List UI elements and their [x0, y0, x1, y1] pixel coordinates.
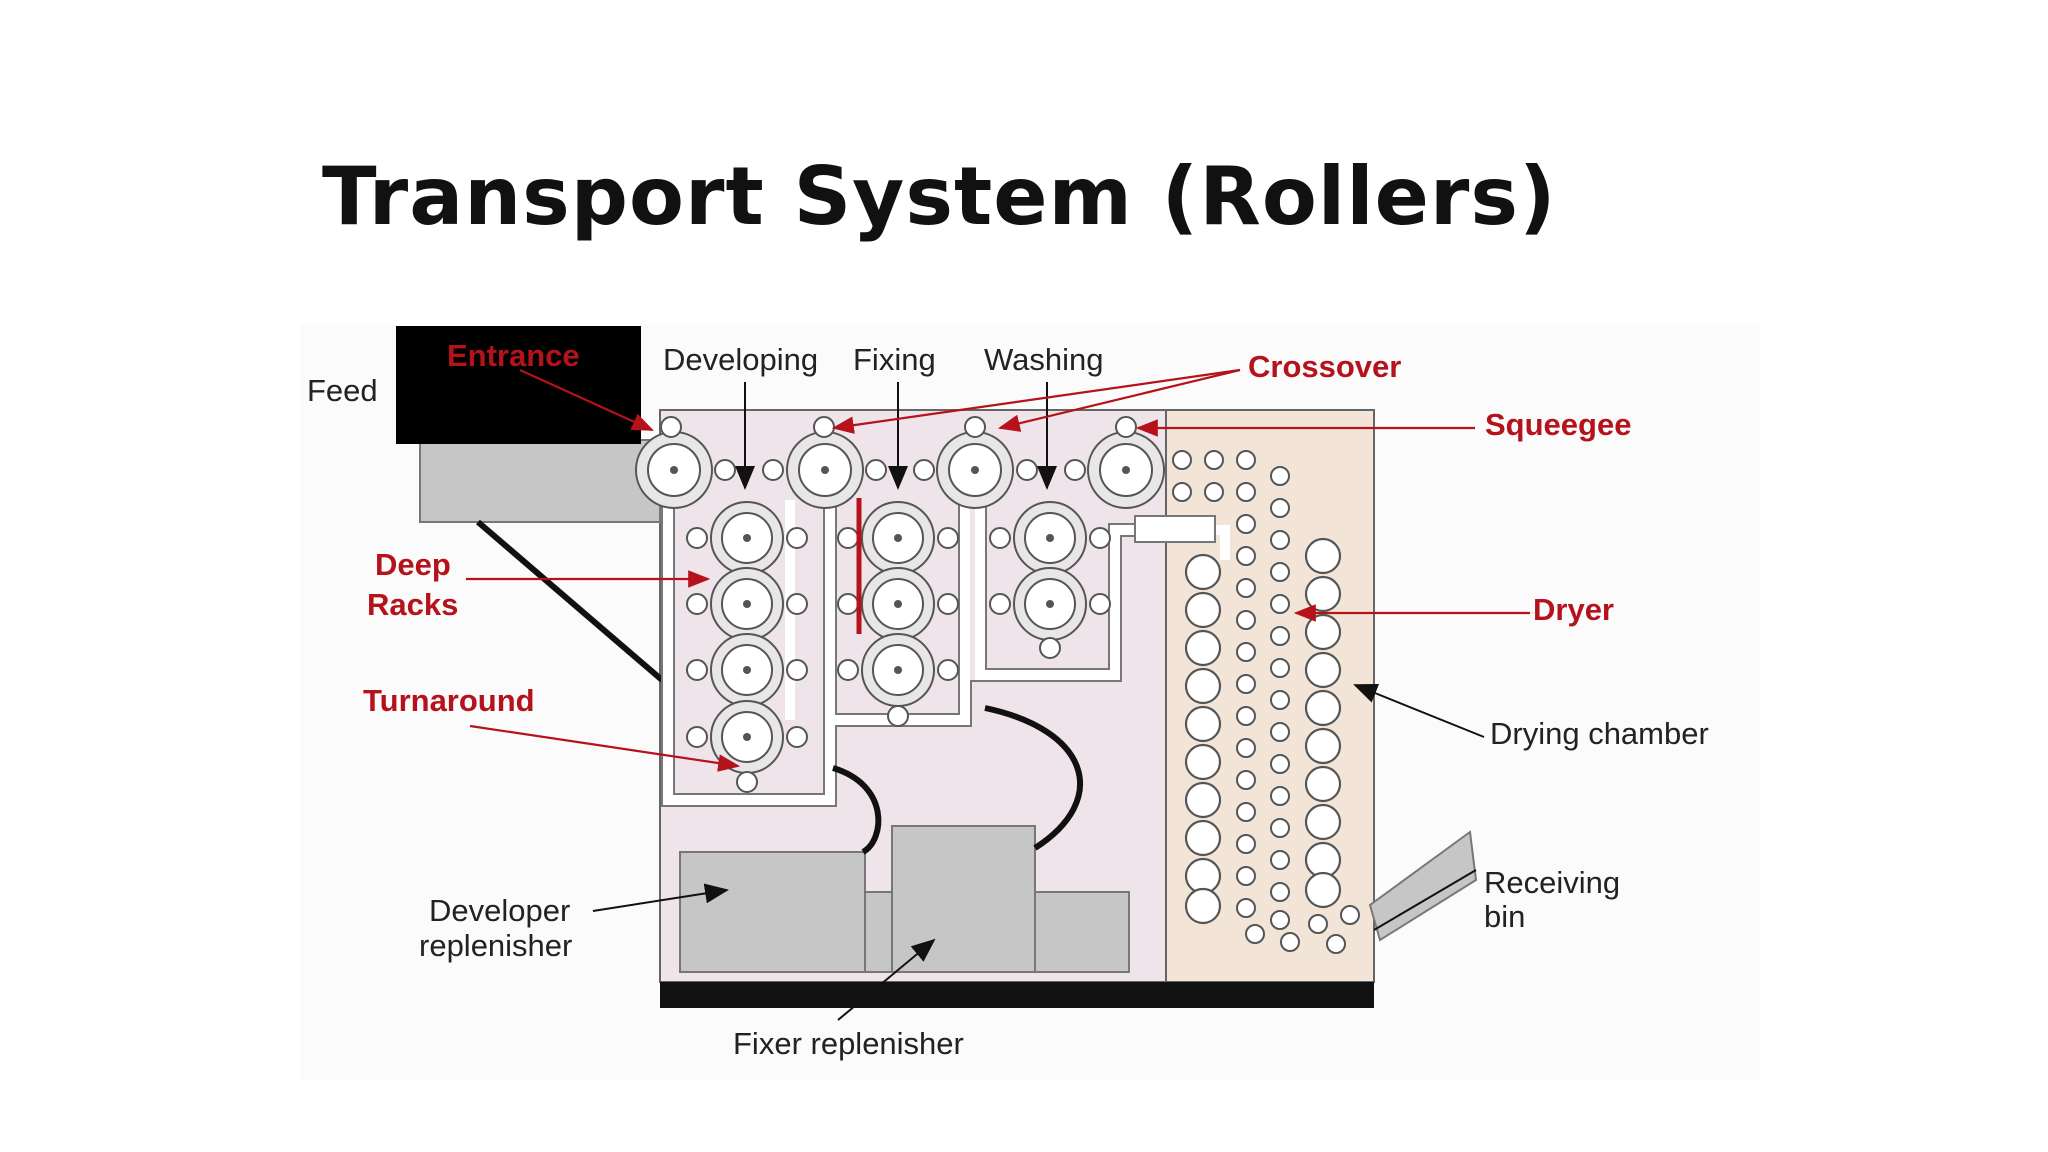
- developing-rack: [686, 501, 808, 793]
- receiving-bin-label-line2: bin: [1484, 899, 1525, 934]
- callout-lines: [466, 368, 1530, 772]
- replenisher-connector: [864, 891, 893, 973]
- top-rollers: [635, 416, 1165, 509]
- fixing-rack: [837, 498, 959, 727]
- squeegee-callout: Squeegee: [1485, 407, 1631, 442]
- fixer-replenisher-label: Fixer replenisher: [733, 1026, 964, 1061]
- replenisher-extension: [1034, 891, 1130, 973]
- receiving-bin-label-line1: Receiving: [1484, 865, 1620, 900]
- dryer-rollers: [1172, 450, 1360, 954]
- crossover-callout: Crossover: [1248, 349, 1401, 384]
- deep-racks-callout-line2: Racks: [367, 587, 458, 622]
- developer-replenisher-tank: [679, 851, 866, 973]
- feed-label: Feed: [307, 373, 378, 408]
- fixer-replenisher-tank: [891, 825, 1036, 973]
- fixer-hose: [984, 705, 1084, 851]
- slide-title-wrap: Transport System (Rollers): [322, 150, 1557, 243]
- developer-replenisher-label-line1: Developer: [429, 893, 570, 928]
- washing-rack: [989, 501, 1111, 659]
- section-pointers: [592, 382, 1485, 1021]
- developing-label: Developing: [663, 342, 818, 377]
- entrance-label-box: [396, 326, 641, 444]
- base-bar: [660, 982, 1374, 1008]
- slide-title: Transport System (Rollers): [322, 150, 1557, 243]
- film-path-outline: [661, 500, 1216, 807]
- dryer-callout: Dryer: [1533, 592, 1614, 627]
- feed-tray-support: [476, 519, 664, 683]
- developer-hose: [832, 765, 882, 855]
- washing-label: Washing: [984, 342, 1103, 377]
- turnaround-callout: Turnaround: [363, 683, 535, 718]
- deep-racks-callout-line1: Deep: [375, 547, 451, 582]
- developer-replenisher-label-line2: replenisher: [419, 928, 572, 963]
- fixing-label: Fixing: [853, 342, 936, 377]
- feed-tray: [419, 439, 661, 523]
- drying-chamber-label: Drying chamber: [1490, 716, 1709, 751]
- receiving-bin-arrow: [1373, 869, 1477, 931]
- entrance-callout: Entrance: [447, 338, 580, 373]
